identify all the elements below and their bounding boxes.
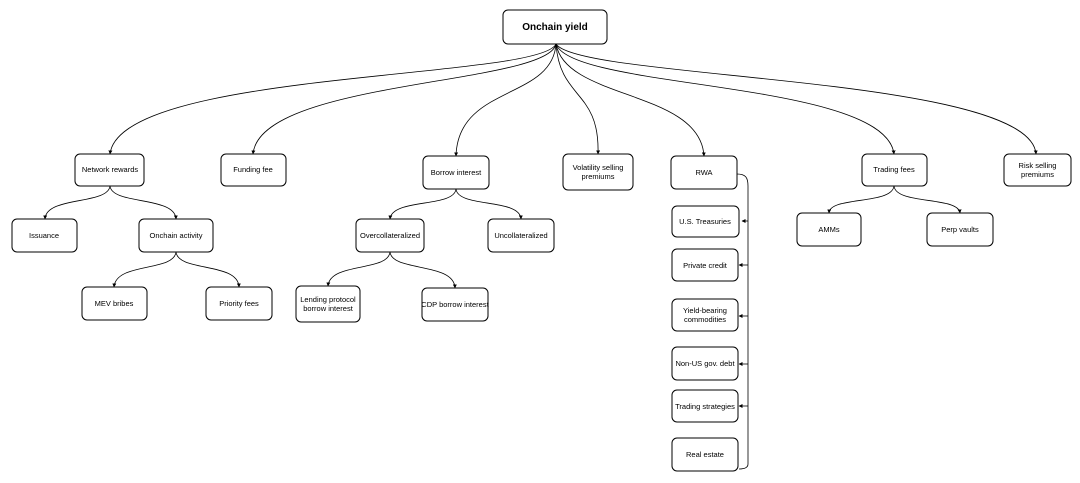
node-label: Issuance <box>29 231 59 240</box>
edge-network-onchain <box>109 185 178 220</box>
node-label: Real estate <box>686 450 724 459</box>
node-trading-fees: Trading fees <box>861 153 928 187</box>
edges <box>43 43 1038 470</box>
edge-root-trading-fees <box>555 43 896 155</box>
node-label: Non-US gov. debt <box>675 359 735 368</box>
node-label: Private credit <box>683 261 728 270</box>
node-label: AMMs <box>818 225 839 234</box>
node-rwa: RWA <box>670 155 738 190</box>
node-label: MEV bribes <box>95 299 134 308</box>
node-issuance: Issuance <box>11 218 78 253</box>
node-mev-bribes: MEV bribes <box>81 286 148 321</box>
node-non-us-debt: Non-US gov. debt <box>671 346 739 381</box>
node-yield-commodities: Yield-bearing commodities <box>671 298 739 332</box>
node-label: Lending protocol borrow interest <box>300 295 356 313</box>
edge-borrow-uncol <box>455 188 523 220</box>
node-label: Trading fees <box>873 165 915 174</box>
node-label: Volatility selling premiums <box>572 163 624 181</box>
node-network-rewards: Network rewards <box>74 153 145 187</box>
node-label: Perp vaults <box>941 225 979 234</box>
node-label: Onchain activity <box>150 231 203 240</box>
node-onchain-activity: Onchain activity <box>138 218 214 253</box>
edge-onchain-priority <box>175 251 241 288</box>
node-cdp-borrow: CDP borrow interest <box>421 287 490 322</box>
node-amms: AMMs <box>796 212 862 247</box>
node-us-treasuries: U.S. Treasuries <box>671 205 740 238</box>
node-label: Priority fees <box>219 299 259 308</box>
node-lending-protocol: Lending protocol borrow interest <box>295 285 361 323</box>
edge-over-cdp <box>389 251 457 289</box>
edge-root-borrow-interest <box>454 43 557 157</box>
node-risk-selling: Risk selling premiums <box>1003 153 1072 187</box>
node-label: Trading strategies <box>675 402 735 411</box>
node-onchain-yield: Onchain yield <box>502 9 608 45</box>
edge-root-funding-fee <box>251 43 557 155</box>
node-label: Yield-bearing commodities <box>683 306 727 324</box>
node-label: Risk selling premiums <box>1018 161 1057 179</box>
node-perp-vaults: Perp vaults <box>926 212 994 247</box>
edge-trading-amms <box>827 185 895 214</box>
edge-borrow-over <box>388 188 457 220</box>
edge-root-risk-selling <box>555 43 1038 155</box>
node-volatility-selling: Volatility selling premiums <box>562 153 634 191</box>
node-trading-strategies: Trading strategies <box>671 389 739 423</box>
node-label: RWA <box>695 168 712 177</box>
edge-onchain-mev <box>112 251 177 288</box>
node-label: U.S. Treasuries <box>679 217 731 226</box>
node-priority-fees: Priority fees <box>205 286 273 321</box>
node-borrow-interest: Borrow interest <box>422 155 490 190</box>
node-funding-fee: Funding fee <box>220 153 287 187</box>
edge-over-lending <box>326 251 391 287</box>
edge-trading-perp <box>893 185 962 214</box>
node-label: Funding fee <box>233 165 273 174</box>
edge-rwa-bus <box>736 173 749 470</box>
edge-root-volatility <box>555 43 601 155</box>
node-private-credit: Private credit <box>671 248 739 282</box>
node-label: Network rewards <box>82 165 139 174</box>
node-uncollateralized: Uncollateralized <box>487 218 555 253</box>
node-label: CDP borrow interest <box>421 300 489 309</box>
node-label: Overcollateralized <box>360 231 420 240</box>
edge-root-network-rewards <box>108 43 557 155</box>
node-real-estate: Real estate <box>671 437 739 472</box>
node-label: Uncollateralized <box>494 231 547 240</box>
node-overcollateralized: Overcollateralized <box>355 218 425 253</box>
node-label: Onchain yield <box>522 22 588 33</box>
edge-root-rwa <box>555 43 706 157</box>
node-label: Borrow interest <box>431 168 482 177</box>
edge-network-issuance <box>43 185 111 220</box>
